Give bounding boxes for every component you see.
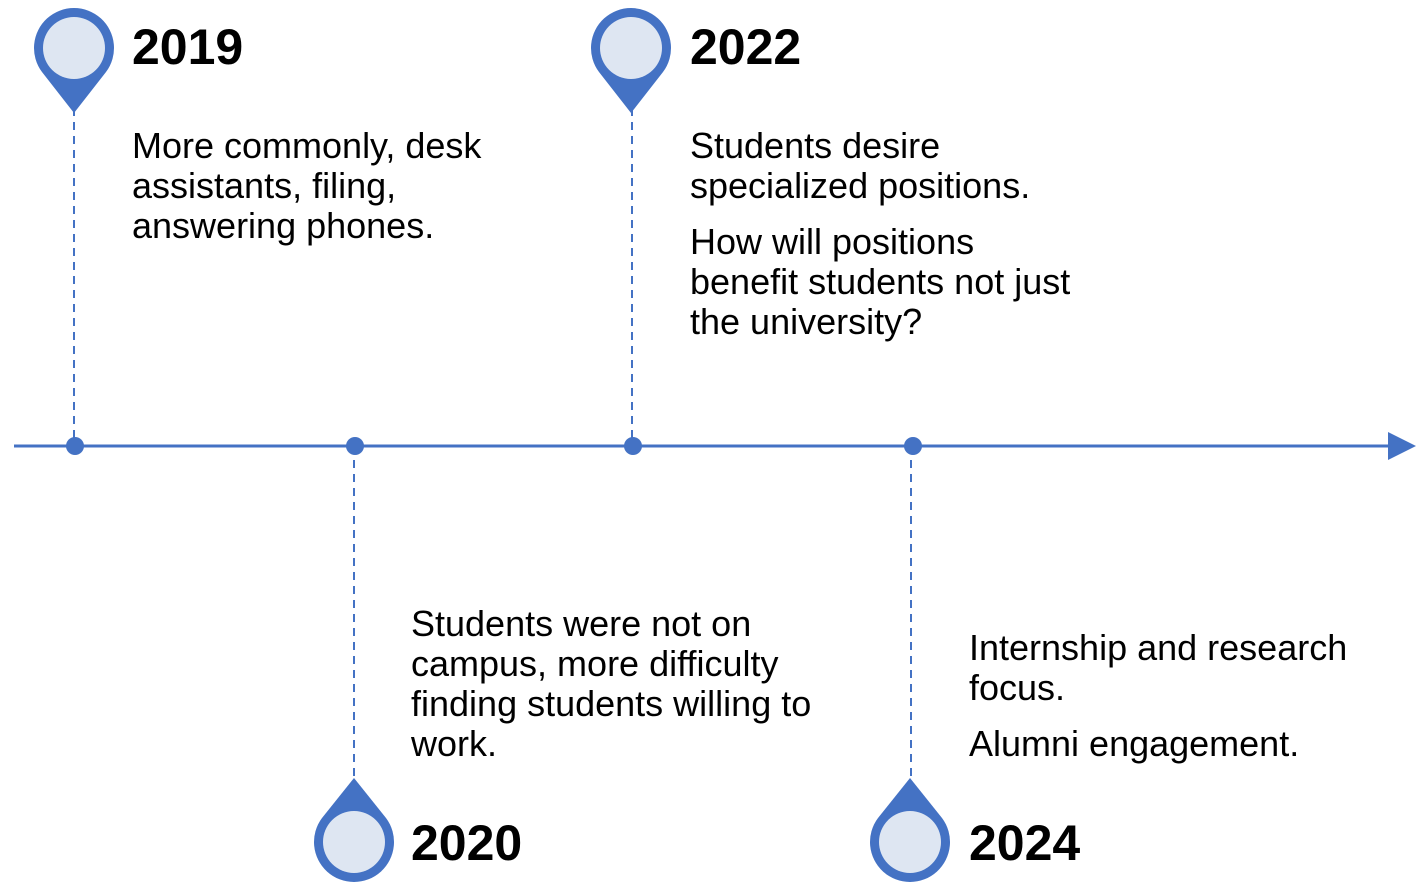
axis-dot-2019 <box>66 437 84 455</box>
year-label-2024: 2024 <box>969 815 1081 871</box>
pin-inner-2022 <box>600 17 662 79</box>
description-2020-text: Students were not on campus, more diffic… <box>411 603 812 764</box>
pin-inner-2020 <box>323 811 385 873</box>
description-2024: Internship and research focus. Alumni en… <box>969 628 1347 764</box>
year-label-2022: 2022 <box>690 19 802 75</box>
marker-2019 <box>34 8 115 455</box>
description-2020: Students were not on campus, more diffic… <box>411 604 811 764</box>
description-2024-text-1: Internship and research focus. <box>969 627 1348 708</box>
axis-dot-2022 <box>624 437 642 455</box>
description-2022: Students desire specialized positions. H… <box>690 126 1070 342</box>
pin-inner-2019 <box>43 17 105 79</box>
marker-2024 <box>870 437 950 882</box>
marker-2020 <box>314 437 394 882</box>
axis-dot-2024 <box>904 437 922 455</box>
timeline-arrowhead <box>1388 432 1416 460</box>
year-label-2020: 2020 <box>411 815 523 871</box>
description-2019-text: More commonly, desk assistants, filing, … <box>132 125 482 246</box>
description-2019: More commonly, desk assistants, filing, … <box>132 126 481 246</box>
description-2022-text-2: How will positions benefit students not … <box>690 221 1071 342</box>
description-2022-text-1: Students desire specialized positions. <box>690 125 1031 206</box>
axis-dot-2020 <box>346 437 364 455</box>
pin-inner-2024 <box>879 811 941 873</box>
description-2024-text-2: Alumni engagement. <box>969 723 1300 764</box>
marker-2022 <box>590 8 671 455</box>
year-label-2019: 2019 <box>132 19 244 75</box>
